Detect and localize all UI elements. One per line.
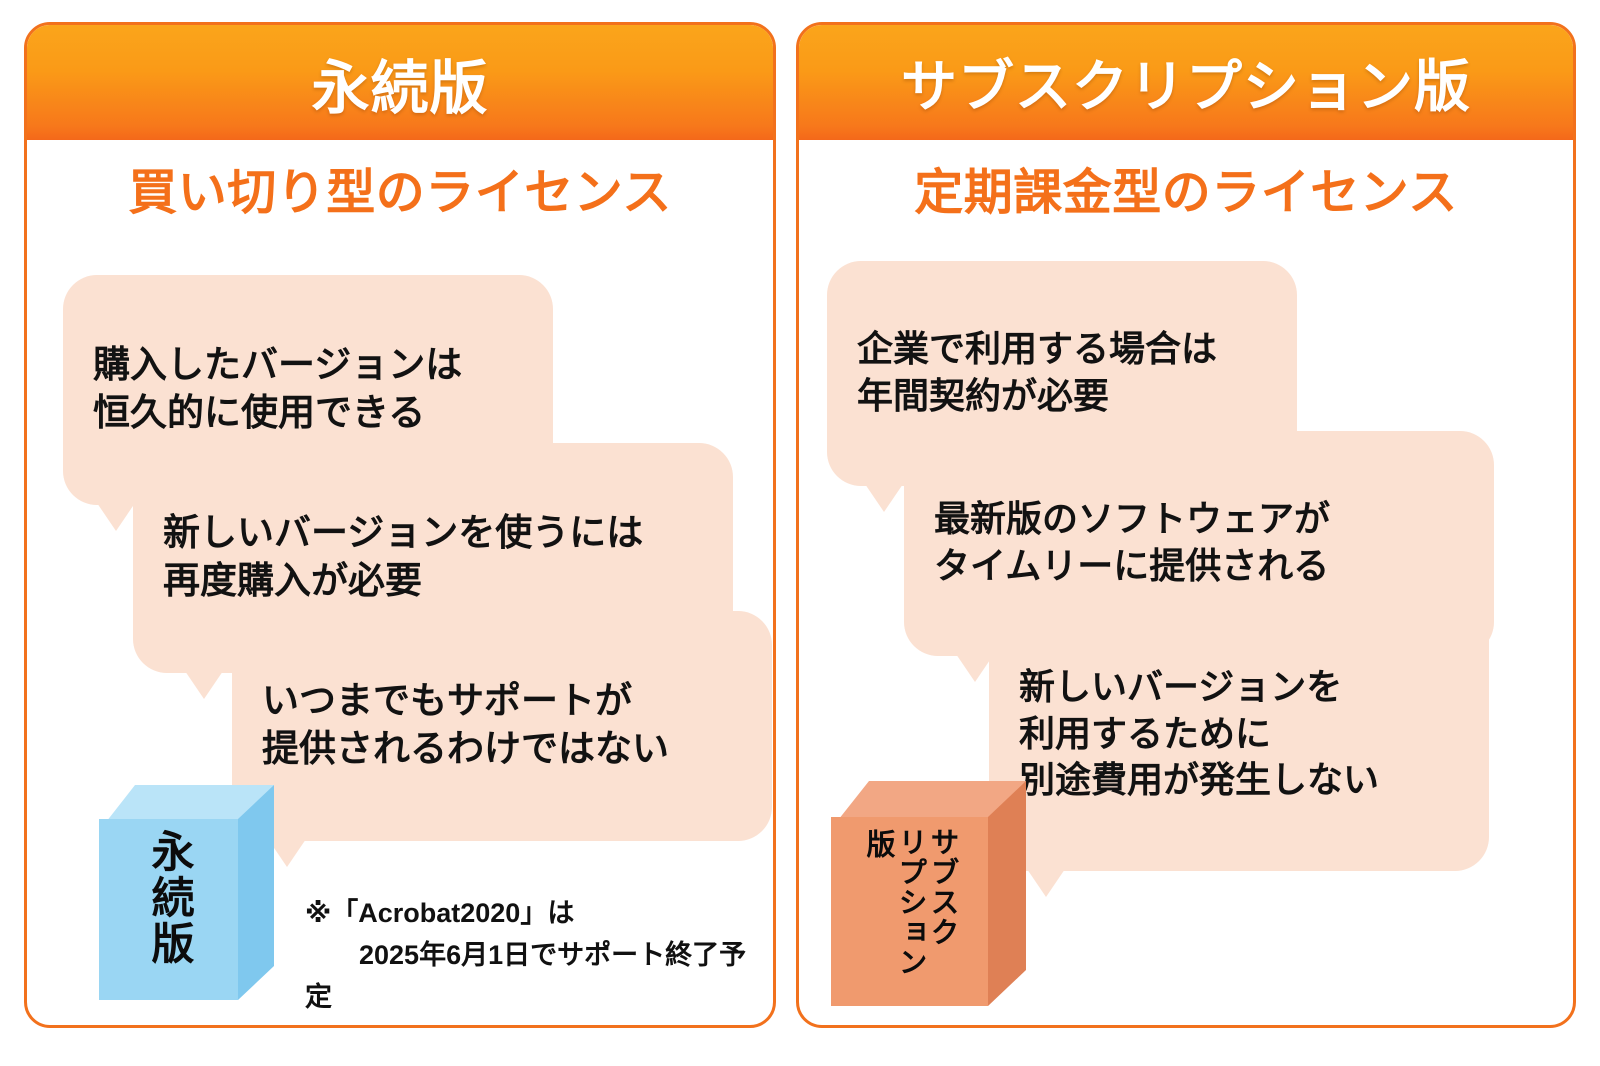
speech-bubble-text: 新しいバージョンを使うには 再度購入が必要: [163, 512, 644, 602]
box-front-face: [99, 819, 238, 1000]
speech-bubble-text: 購入したバージョンは 恒久的に使用できる: [93, 344, 463, 434]
box-label-column: サブスク: [926, 827, 958, 947]
speech-bubble-text: 企業で利用する場合は 年間契約が必要: [857, 327, 1218, 416]
speech-bubble-tail-icon: [268, 839, 306, 868]
speech-bubble-tail-icon: [185, 671, 223, 700]
panel-perpetual-header-title: 永続版: [311, 55, 489, 121]
box-side-face: [238, 785, 274, 1000]
perpetual-box-label: 永続版: [99, 829, 238, 1000]
panel-perpetual: 永続版 買い切り型のライセンス 購入したバージョンは 恒久的に使用できる 新しい…: [24, 22, 776, 1028]
speech-bubble-tail-icon: [865, 484, 903, 513]
perpetual-box-icon: 永続版: [99, 785, 274, 1000]
box-label-column: 永続版: [145, 829, 193, 967]
speech-bubble-tail-icon: [97, 503, 135, 532]
panel-perpetual-header: 永続版: [27, 25, 773, 140]
box-label-column: リプション: [894, 827, 926, 977]
subscription-box-label: サブスク リプション 版: [831, 827, 988, 1008]
subscription-box-icon: サブスク リプション 版: [831, 781, 1026, 1006]
speech-bubble-tail-icon: [1027, 868, 1065, 897]
speech-bubble-text: 新しいバージョンを 利用するために 別途費用が発生しない: [1019, 665, 1380, 801]
panel-subscription-header: サブスクリプション版: [799, 25, 1573, 140]
speech-bubble: 新しいバージョンを 利用するために 別途費用が発生しない: [989, 599, 1489, 897]
panel-subscription: サブスクリプション版 定期課金型のライセンス 企業で利用する場合は 年間契約が必…: [796, 22, 1576, 1028]
speech-bubble-text: 最新版のソフトウェアが タイムリーに提供される: [934, 497, 1331, 586]
speech-bubble-tail-icon: [956, 654, 994, 683]
panel-perpetual-subtitle: 買い切り型のライセンス: [128, 166, 672, 220]
panel-perpetual-body: 購入したバージョンは 恒久的に使用できる 新しいバージョンを使うには 再度購入が…: [27, 225, 773, 1025]
speech-bubble: いつまでもサポートが 提供されるわけではない: [232, 611, 772, 868]
panel-subscription-header-title: サブスクリプション版: [901, 55, 1471, 118]
box-side-face: [988, 781, 1026, 1006]
panel-subscription-body: 企業で利用する場合は 年間契約が必要 最新版のソフトウェアが タイムリーに提供さ…: [799, 225, 1573, 1025]
perpetual-footnote: ※「Acrobat2020」は 2025年6月1日でサポート終了予定: [305, 898, 747, 1012]
speech-bubble-text: いつまでもサポートが 提供されるわけではない: [262, 680, 669, 770]
box-label-column: 版: [862, 829, 894, 859]
panel-subscription-subtitle: 定期課金型のライセンス: [914, 166, 1458, 220]
box-front-face: [831, 817, 988, 1006]
